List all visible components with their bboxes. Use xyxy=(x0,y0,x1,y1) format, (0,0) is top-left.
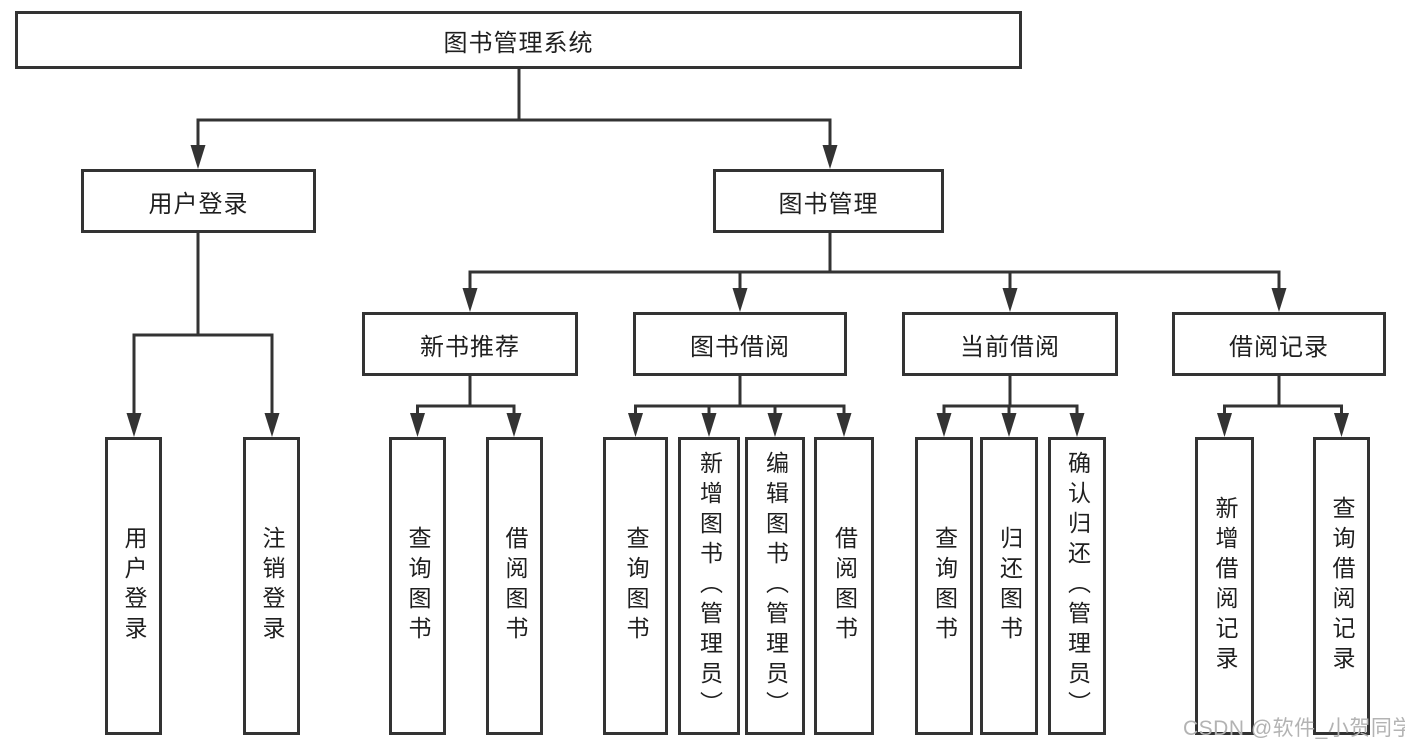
connector-current-borrow-to-leaves xyxy=(942,374,1079,420)
arrowhead xyxy=(126,413,142,437)
connector-book-management-to-groups xyxy=(468,231,1281,292)
connector-root-to-level2 xyxy=(196,67,832,148)
arrowhead xyxy=(767,413,783,437)
connector-new-book-recommend-to-leaves xyxy=(416,374,516,420)
arrowhead xyxy=(1217,413,1232,437)
node-user-login: 用户登录 xyxy=(81,169,316,233)
node-book-borrow-label: 图书借阅 xyxy=(690,333,790,361)
node-borrow-records: 借阅记录 xyxy=(1172,312,1386,376)
arrowhead xyxy=(1334,413,1349,437)
leaf-logout: 注销登录 xyxy=(243,437,300,735)
leaf-query-borrow-record: 查询借阅记录 xyxy=(1313,437,1370,735)
leaf-borrow-books: 借阅图书 xyxy=(814,437,874,735)
leaf-label: 新增图书（管理员） xyxy=(696,451,723,721)
leaf-label: 用户登录 xyxy=(121,526,147,646)
leaf-label: 查询图书 xyxy=(405,526,431,646)
arrowhead xyxy=(264,413,280,437)
leaf-return-books: 归还图书 xyxy=(980,437,1038,735)
arrowhead xyxy=(822,145,838,169)
arrowhead xyxy=(462,288,478,312)
leaf-label: 借阅图书 xyxy=(831,526,858,646)
arrowhead xyxy=(836,413,852,437)
leaf-query-books-borrow: 查询图书 xyxy=(603,437,668,735)
node-book-management: 图书管理 xyxy=(713,169,944,233)
arrowhead xyxy=(1069,413,1085,437)
leaf-label: 新增借阅记录 xyxy=(1212,496,1238,676)
connector-user-login-to-leaves xyxy=(132,231,274,416)
leaf-label: 借阅图书 xyxy=(502,526,528,646)
node-user-login-label: 用户登录 xyxy=(148,190,249,218)
node-new-book-recommend: 新书推荐 xyxy=(362,312,578,376)
arrowheads xyxy=(126,145,1349,437)
leaf-edit-books-admin: 编辑图书（管理员） xyxy=(745,437,805,735)
leaf-add-borrow-record: 新增借阅记录 xyxy=(1195,437,1254,735)
leaf-query-books-current: 查询图书 xyxy=(915,437,973,735)
arrowhead xyxy=(1271,288,1287,312)
arrowhead xyxy=(410,413,425,437)
leaf-label: 确认归还（管理员） xyxy=(1064,451,1091,721)
leaf-borrow-books-recommend: 借阅图书 xyxy=(486,437,543,735)
node-current-borrow-label: 当前借阅 xyxy=(960,333,1060,361)
leaf-label: 查询图书 xyxy=(623,526,649,646)
arrowhead xyxy=(701,413,717,437)
leaf-label: 编辑图书（管理员） xyxy=(762,451,789,721)
node-root-label: 图书管理系统 xyxy=(443,29,594,57)
leaf-label: 注销登录 xyxy=(259,526,285,646)
leaf-confirm-return-admin: 确认归还（管理员） xyxy=(1048,437,1106,735)
arrowhead xyxy=(936,413,952,437)
leaf-query-books-recommend: 查询图书 xyxy=(389,437,446,735)
leaf-label: 归还图书 xyxy=(996,526,1023,646)
node-book-borrow: 图书借阅 xyxy=(633,312,847,376)
node-borrow-records-label: 借阅记录 xyxy=(1229,333,1329,361)
leaf-user-login: 用户登录 xyxy=(105,437,162,735)
arrowhead xyxy=(1002,288,1018,312)
arrowhead xyxy=(190,145,206,169)
connector-borrow-records-to-leaves xyxy=(1223,374,1343,420)
leaf-label: 查询借阅记录 xyxy=(1329,496,1355,676)
arrowhead xyxy=(628,413,643,437)
arrowhead xyxy=(732,288,748,312)
connector-book-borrow-to-leaves xyxy=(634,374,846,420)
leaf-label: 查询图书 xyxy=(931,526,958,646)
leaf-add-books-admin: 新增图书（管理员） xyxy=(678,437,740,735)
node-new-book-recommend-label: 新书推荐 xyxy=(420,333,520,361)
node-current-borrow: 当前借阅 xyxy=(902,312,1118,376)
arrowhead xyxy=(506,413,522,437)
arrowhead xyxy=(1001,413,1017,437)
node-book-management-label: 图书管理 xyxy=(778,190,879,218)
watermark-text: CSDN @软件_小贺同学 xyxy=(1183,717,1405,740)
node-root: 图书管理系统 xyxy=(15,11,1022,69)
